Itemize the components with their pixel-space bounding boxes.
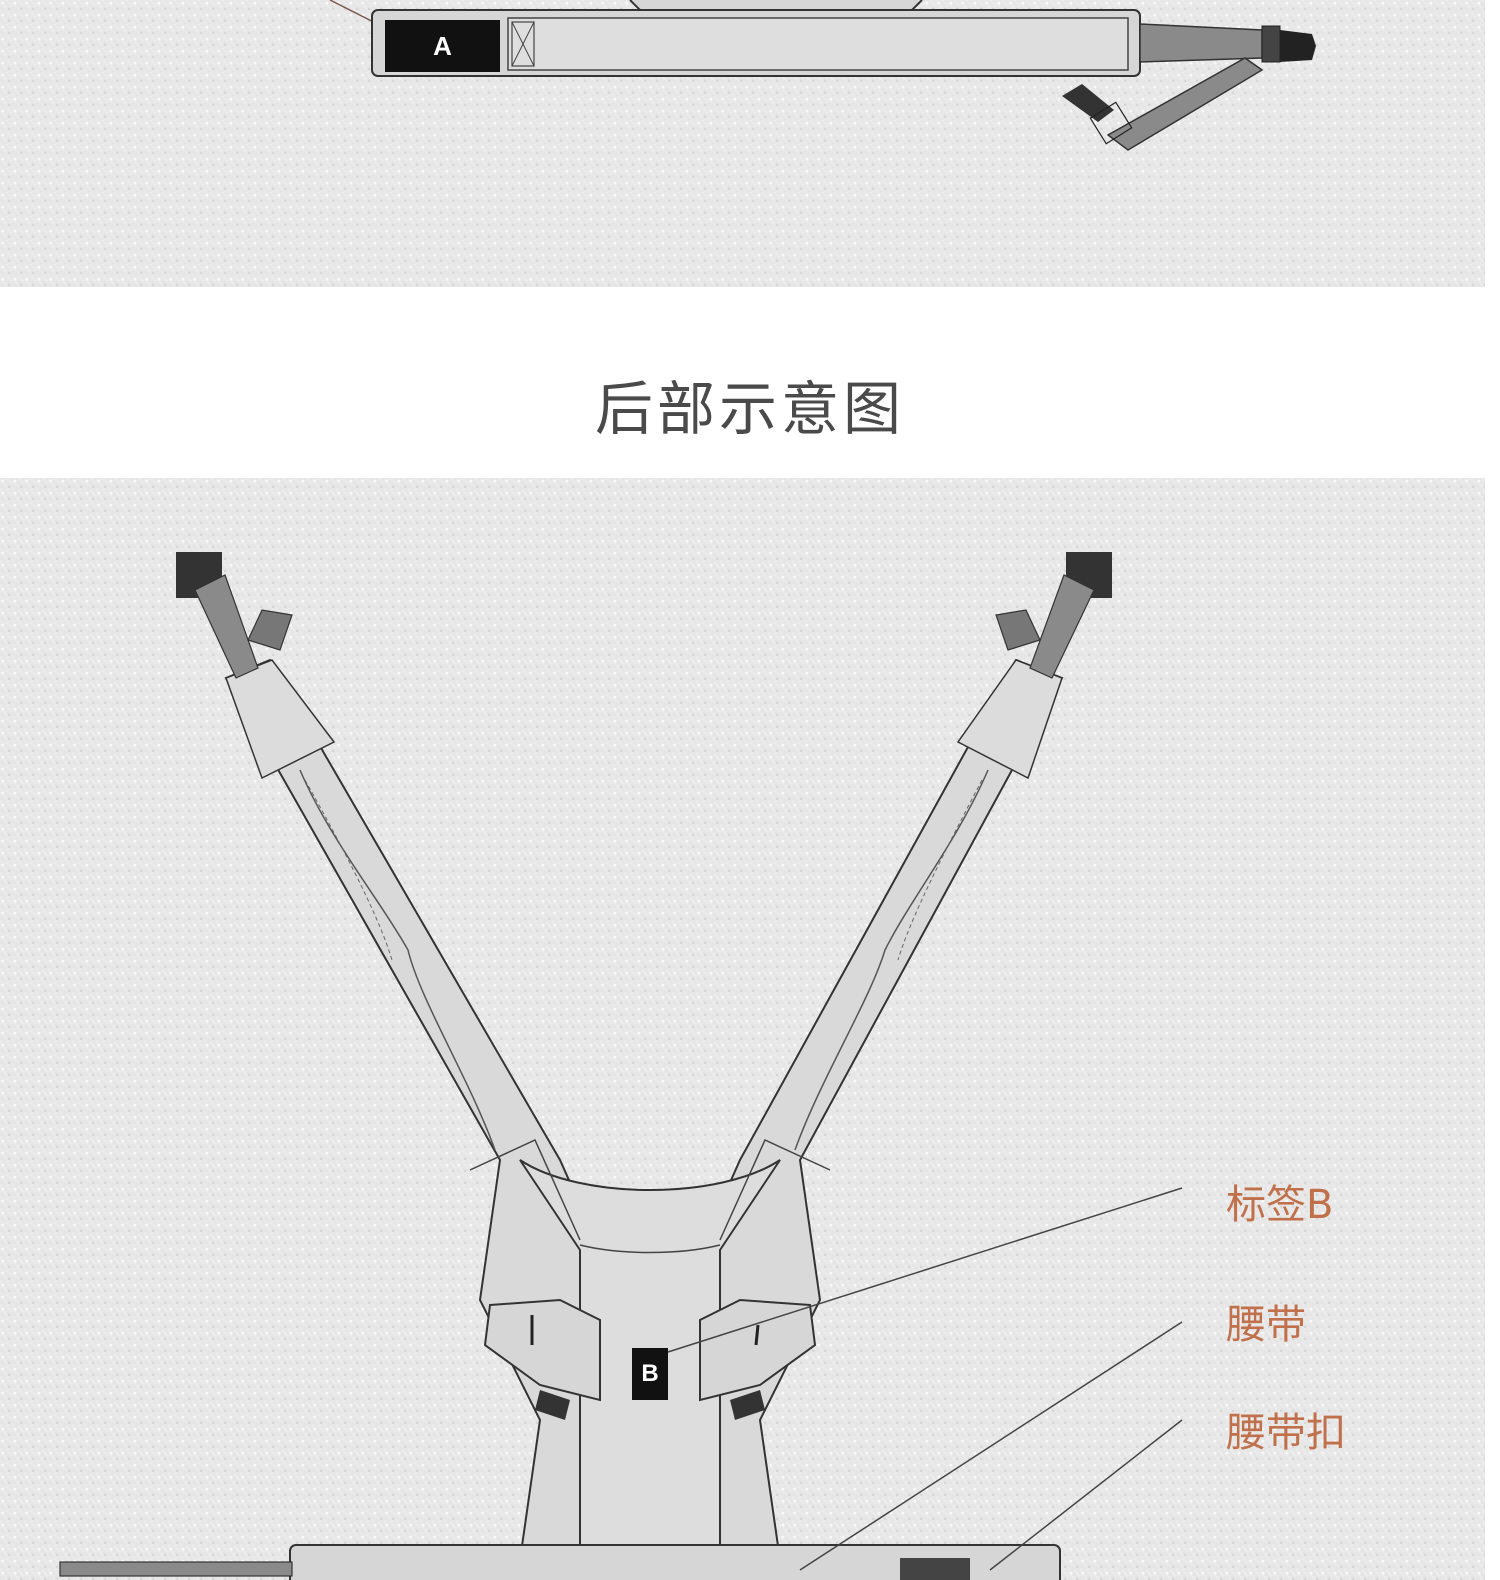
- callout-tag-b: 标签B: [1226, 1172, 1333, 1230]
- left-strap-webbing: [195, 575, 258, 678]
- left-waist-pad: [485, 1300, 600, 1400]
- waist-belt-inner-panel: [508, 18, 1128, 70]
- waist-belt-left-strap: [60, 1562, 292, 1576]
- waist-belt-illustration: [0, 0, 1485, 287]
- top-diagram-panel: A: [0, 0, 1485, 287]
- belt-strap-end-tab: [1062, 84, 1114, 122]
- callout-leader-waist-belt: [800, 1322, 1182, 1570]
- tag-a-label: A: [385, 20, 500, 72]
- callout-waist-belt: 腰带: [1226, 1292, 1306, 1350]
- left-strap-adjuster: [248, 610, 292, 650]
- callout-waist-buckle: 腰带扣: [1226, 1400, 1346, 1458]
- left-shoulder-strap: [226, 660, 600, 1560]
- belt-buckle-base: [1262, 26, 1280, 62]
- section-title: 后部示意图: [0, 362, 1500, 446]
- belt-buckle-clip: [1280, 30, 1316, 62]
- right-strap-adjuster: [996, 610, 1040, 650]
- tag-b-label: B: [632, 1348, 668, 1400]
- right-shoulder-strap: [700, 660, 1062, 1560]
- belt-strap-upper: [1140, 24, 1262, 62]
- callout-leader-waist-buckle: [990, 1420, 1182, 1570]
- right-waist-pad: [700, 1300, 815, 1400]
- waist-belt-buckle: [900, 1558, 970, 1580]
- carrier-body-bottom-edge: [630, 0, 922, 10]
- right-strap-webbing: [1030, 575, 1094, 678]
